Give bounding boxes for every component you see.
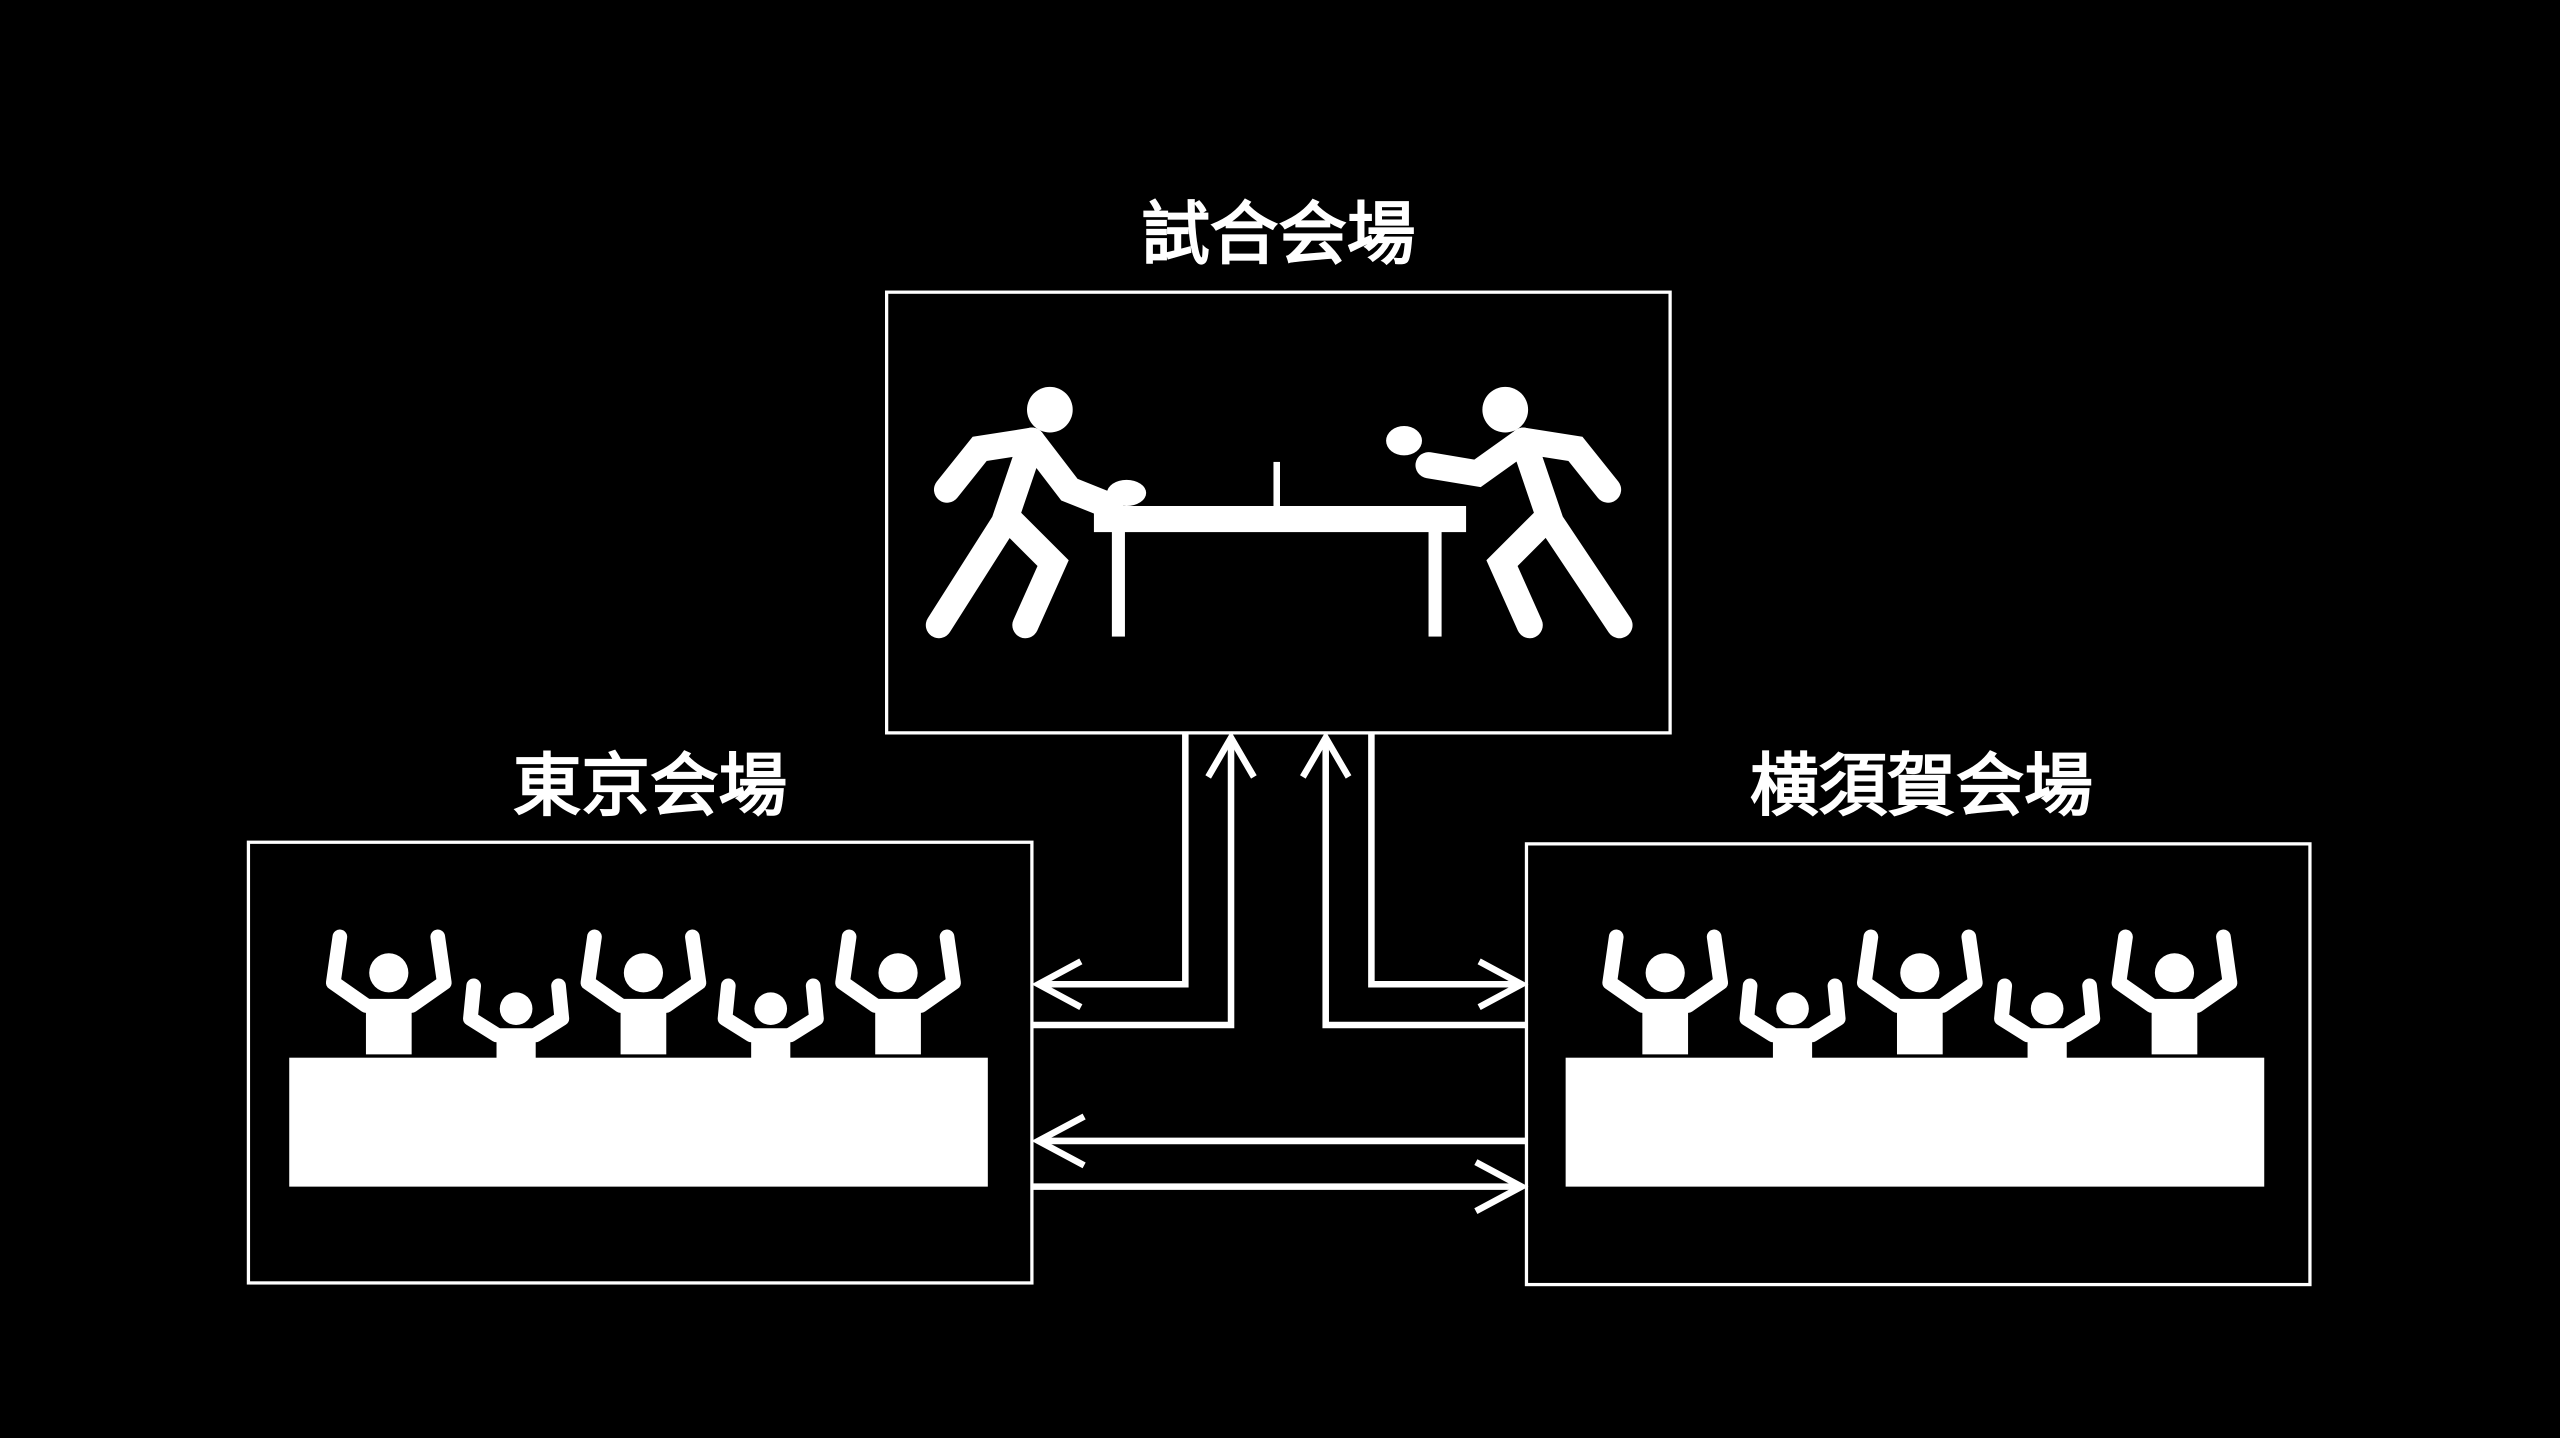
match-venue-box [884,290,1672,735]
tokyo-venue-title: 東京会場 [513,747,787,827]
yokosuka-venue-title: 横須賀会場 [1750,747,2093,827]
tokyo-venue-box [246,840,1034,1285]
match-venue-title: 試合会場 [1141,195,1415,275]
arrow-tokyo-to-match [1031,731,1257,1029]
arrow-yokosuka-to-match [1300,731,1527,1029]
arrow-match-to-tokyo [1031,732,1189,1010]
table-tennis-players-icon [925,386,1633,639]
arrow-tokyo-to-yokosuka [1031,1159,1529,1214]
arrow-yokosuka-to-tokyo [1031,1113,1527,1169]
tokyo-audience-icon [289,937,988,1187]
yokosuka-audience-icon [1565,937,2265,1187]
yokosuka-venue-box [1524,842,2312,1287]
arrow-match-to-yokosuka [1368,732,1529,1010]
